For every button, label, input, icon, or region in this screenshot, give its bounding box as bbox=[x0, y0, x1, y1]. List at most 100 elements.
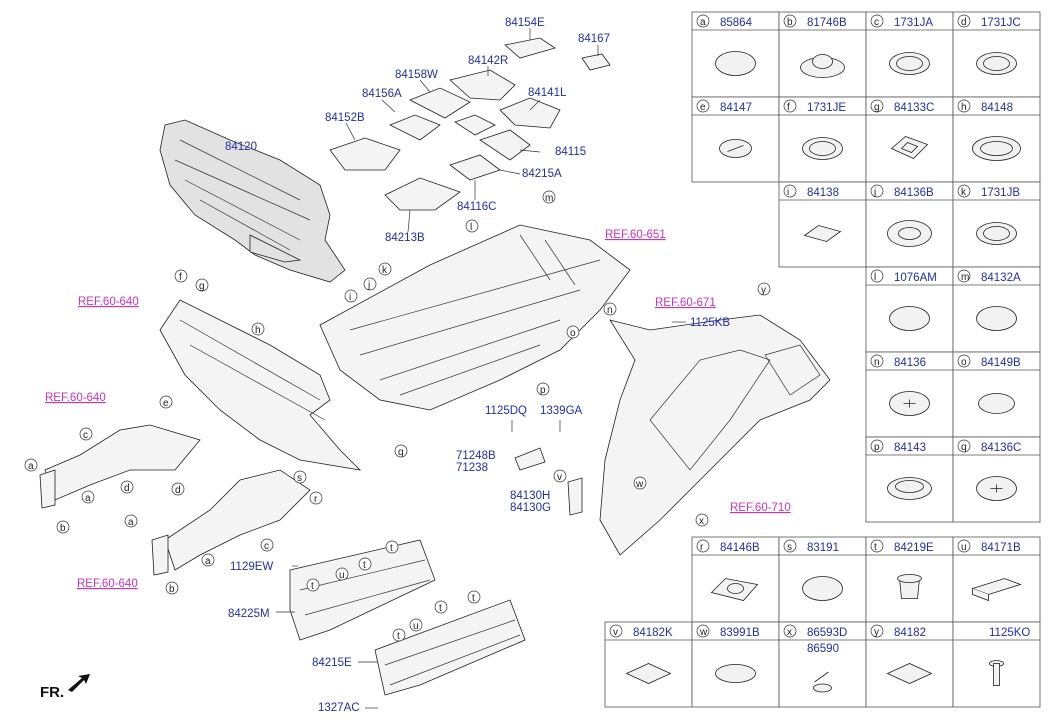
callout-k: k bbox=[378, 262, 392, 276]
callout-x: x bbox=[695, 513, 709, 527]
part-icon-q bbox=[976, 476, 1017, 501]
label-1327AC: 1327AC bbox=[318, 702, 360, 714]
label-84156A: 84156A bbox=[362, 88, 402, 100]
label-84130H: 84130H bbox=[510, 490, 550, 502]
ref-60-640-a: REF.60-640 bbox=[78, 296, 139, 308]
ref-labels[interactable]: REF.60-651 REF.60-640 REF.60-671 REF.60-… bbox=[45, 229, 791, 590]
svg-text:o: o bbox=[570, 328, 576, 339]
ref-60-671: REF.60-671 bbox=[655, 297, 716, 309]
parts-cell-d: d 1731JC bbox=[952, 11, 1041, 98]
parts-cell-a: a 85864 bbox=[691, 11, 780, 98]
callout-t5: t bbox=[434, 600, 448, 614]
part-icon-k bbox=[976, 222, 1017, 245]
label-1339GA: 1339GA bbox=[540, 405, 583, 417]
part-icon-bolt bbox=[989, 660, 1004, 686]
label-84213B: 84213B bbox=[385, 232, 425, 244]
svg-text:w: w bbox=[635, 479, 644, 490]
part-icon-l bbox=[889, 306, 930, 331]
cell-letter: p bbox=[874, 442, 880, 453]
svg-text:q: q bbox=[398, 447, 404, 458]
cell-code: 1076AM bbox=[894, 272, 937, 284]
parts-cell-v: v 84182K bbox=[604, 621, 693, 708]
cell-letter: a bbox=[700, 17, 706, 28]
part-icon-a bbox=[715, 51, 756, 76]
callout-e: e bbox=[159, 395, 173, 409]
svg-text:d: d bbox=[124, 483, 130, 494]
bracket-71248B bbox=[514, 447, 546, 471]
callout-j: j bbox=[363, 277, 377, 291]
svg-text:t: t bbox=[390, 543, 393, 554]
parts-cell-u: u 84171B bbox=[952, 536, 1041, 623]
cell-code: 1731JC bbox=[981, 17, 1021, 29]
svg-text:j: j bbox=[367, 280, 370, 291]
cell-letter: o bbox=[961, 357, 967, 368]
cell-code: 84136B bbox=[894, 187, 934, 199]
cell-letter: d bbox=[961, 17, 967, 28]
part-icon-h bbox=[972, 136, 1021, 161]
cell-code: 84219E bbox=[894, 542, 934, 554]
svg-text:c: c bbox=[264, 541, 269, 552]
cell-letter: r bbox=[700, 542, 704, 553]
svg-text:v: v bbox=[557, 472, 562, 483]
cell-code: 86593D bbox=[807, 627, 847, 639]
svg-text:a: a bbox=[128, 517, 134, 528]
under-cover-84215E bbox=[374, 599, 526, 696]
svg-text:b: b bbox=[60, 523, 66, 534]
cell-code: 84148 bbox=[981, 102, 1013, 114]
svg-text:s: s bbox=[297, 473, 302, 484]
label-84152B: 84152B bbox=[325, 112, 365, 124]
cell-letter: i bbox=[787, 187, 789, 198]
callout-c2: c bbox=[260, 538, 274, 552]
cell-code: 83991B bbox=[720, 627, 760, 639]
cell-code: 85864 bbox=[720, 17, 753, 29]
cell-letter: v bbox=[613, 627, 618, 638]
cell-letter: s bbox=[787, 542, 792, 553]
cowl-panel bbox=[159, 299, 362, 471]
cell-code: 84171B bbox=[981, 542, 1021, 554]
svg-text:FR.: FR. bbox=[40, 684, 64, 701]
callout-l: l bbox=[465, 219, 479, 233]
cell-letter: x bbox=[787, 627, 792, 638]
cell-letter: q bbox=[961, 442, 967, 453]
svg-text:y: y bbox=[761, 285, 766, 296]
svg-text:d: d bbox=[175, 485, 181, 496]
svg-text:n: n bbox=[607, 305, 613, 316]
cell-letter: t bbox=[874, 542, 877, 553]
part-icon-v bbox=[625, 663, 672, 684]
svg-text:r: r bbox=[314, 494, 318, 505]
label-84215E: 84215E bbox=[312, 657, 352, 669]
part-icon-p bbox=[887, 477, 932, 500]
svg-text:u: u bbox=[413, 621, 419, 632]
cell-code: 84182K bbox=[633, 627, 673, 639]
part-icon-f bbox=[802, 137, 843, 160]
cell-letter: u bbox=[961, 542, 967, 553]
cell-code: 84133C bbox=[894, 102, 934, 114]
label-71238: 71238 bbox=[456, 462, 488, 474]
ref-60-640-b: REF.60-640 bbox=[45, 392, 106, 404]
part-icon-d bbox=[976, 52, 1017, 75]
floor-panel bbox=[319, 224, 631, 411]
dash-insulator-84120 bbox=[159, 119, 346, 283]
callout-s: s bbox=[293, 470, 307, 484]
label-84142R: 84142R bbox=[468, 55, 508, 67]
front-direction-marker: FR. bbox=[40, 674, 90, 701]
svg-text:g: g bbox=[199, 281, 205, 292]
svg-text:a: a bbox=[28, 461, 34, 472]
callout-n: n bbox=[603, 302, 617, 316]
label-1125KB: 1125KB bbox=[690, 317, 730, 329]
cell-code: 1731JB bbox=[981, 187, 1020, 199]
callout-t4: t bbox=[392, 628, 406, 642]
label-84120: 84120 bbox=[225, 141, 257, 153]
part-icon-b bbox=[800, 54, 845, 78]
cell-letter: g bbox=[874, 102, 880, 113]
callout-t6: t bbox=[467, 590, 481, 604]
